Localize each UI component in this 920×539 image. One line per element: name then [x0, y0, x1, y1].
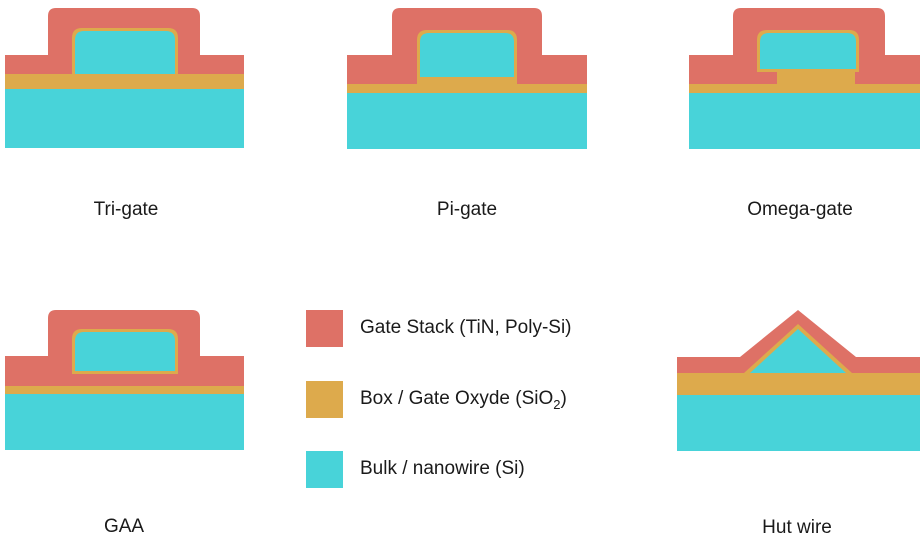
tri-gate-box-oxide [5, 74, 244, 89]
hut-wire-nanowire [750, 329, 846, 373]
legend-label-oxide-prefix: Box / Gate Oxyde (SiO [360, 388, 554, 409]
caption-tri-gate: Tri-gate [93, 199, 159, 220]
hut-wire-bulk-silicon [677, 394, 920, 451]
pi-gate-box-recess-oxide [417, 76, 517, 85]
legend-swatch-silicon [306, 451, 343, 488]
gaa-box-oxide [5, 386, 244, 394]
pi-gate-bulk-silicon [347, 92, 587, 149]
legend-swatch-oxide [306, 381, 343, 418]
tri-gate-cross-section [5, 8, 244, 148]
legend-label-oxide-subscript: 2 [553, 396, 561, 412]
tri-gate-bulk-silicon [5, 88, 244, 148]
omega-gate-nanowire [760, 33, 856, 69]
caption-gaa: GAA [103, 516, 145, 537]
legend-label-gate-stack: Gate Stack (TiN, Poly-Si) [360, 317, 572, 338]
pi-gate-nanowire [420, 33, 514, 77]
tri-gate-nanowire [75, 31, 175, 74]
omega-gate-bulk-silicon [689, 92, 920, 149]
pi-gate-cross-section [347, 8, 587, 149]
omega-gate-cross-section [689, 8, 920, 149]
gaa-cross-section [5, 310, 244, 450]
legend-label-oxide: Box / Gate Oxyde (SiO2) [360, 388, 567, 412]
caption-pi-gate: Pi-gate [436, 199, 498, 220]
legend-label-oxide-suffix: ) [560, 388, 567, 409]
caption-hut-wire: Hut wire [762, 517, 832, 538]
omega-gate-box-oxide [689, 84, 920, 93]
gaa-nanowire [75, 332, 175, 371]
hut-wire-box-oxide [677, 373, 920, 395]
pi-gate-box-oxide [347, 84, 587, 93]
gaa-bulk-silicon [5, 393, 244, 450]
hut-wire-cross-section [677, 310, 920, 451]
caption-omega-gate: Omega-gate [747, 199, 853, 220]
legend-swatch-gate-stack [306, 310, 343, 347]
legend-label-silicon: Bulk / nanowire (Si) [360, 458, 525, 479]
omega-gate-pedestal-oxide [777, 72, 855, 85]
